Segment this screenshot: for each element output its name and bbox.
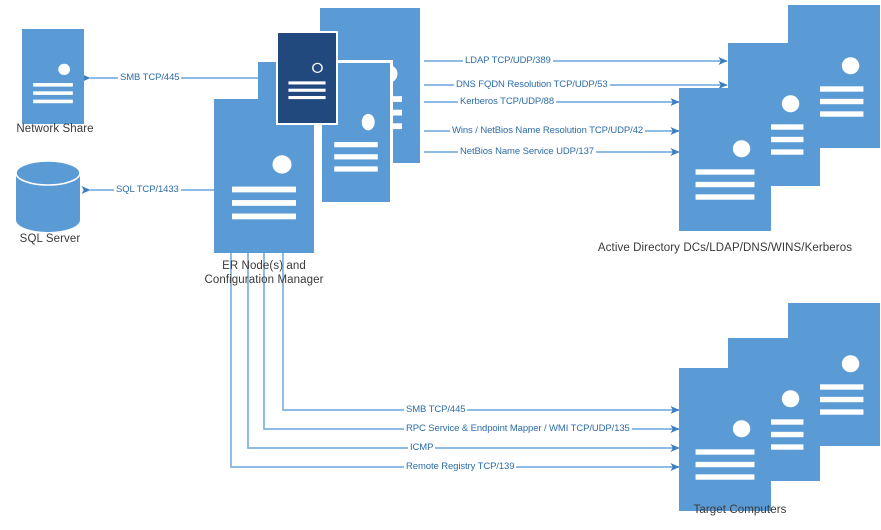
edge-line-smb-to-targets (282, 253, 680, 414)
node-network-share (22, 29, 84, 124)
edge-label-icmp: ICMP (408, 442, 436, 453)
edge-label-smb-to-share: SMB TCP/445 (118, 72, 182, 83)
caption-er-node-line2: Configuration Manager (204, 274, 324, 286)
caption-sql-server: SQL Server (19, 233, 81, 245)
edge-label-ldap: LDAP TCP/UDP/389 (463, 55, 553, 66)
caption-er-node: ER Node(s) and Configuration Manager (174, 259, 354, 287)
edge-line-remote-registry (230, 253, 680, 471)
node-sql-server (15, 160, 81, 232)
caption-er-node-line1: ER Node(s) and (222, 260, 306, 272)
edge-label-smb-to-targets: SMB TCP/445 (404, 404, 468, 415)
node-er-node (214, 8, 420, 253)
node-active-directory (679, 5, 880, 231)
caption-network-share: Network Share (16, 123, 94, 135)
edge-label-rpc-wmi: RPC Service & Endpoint Mapper / WMI TCP/… (404, 423, 632, 434)
caption-active-directory: Active Directory DCs/LDAP/DNS/WINS/Kerbe… (597, 242, 853, 254)
edge-label-sql-to-sqlserver: SQL TCP/1433 (114, 184, 181, 195)
database-cylinder-icon (15, 160, 81, 232)
edge-label-wins: Wins / NetBios Name Resolution TCP/UDP/4… (450, 125, 646, 136)
edge-label-remote-registry: Remote Registry TCP/139 (404, 461, 517, 472)
edge-label-dns: DNS FQDN Resolution TCP/UDP/53 (454, 79, 610, 90)
edge-line-icmp (247, 253, 680, 452)
edge-label-kerberos: Kerberos TCP/UDP/88 (458, 96, 557, 107)
edge-label-netbios: NetBios Name Service UDP/137 (458, 146, 596, 157)
node-target-computers (679, 303, 880, 511)
caption-target-computers: Target Computers (693, 504, 787, 516)
